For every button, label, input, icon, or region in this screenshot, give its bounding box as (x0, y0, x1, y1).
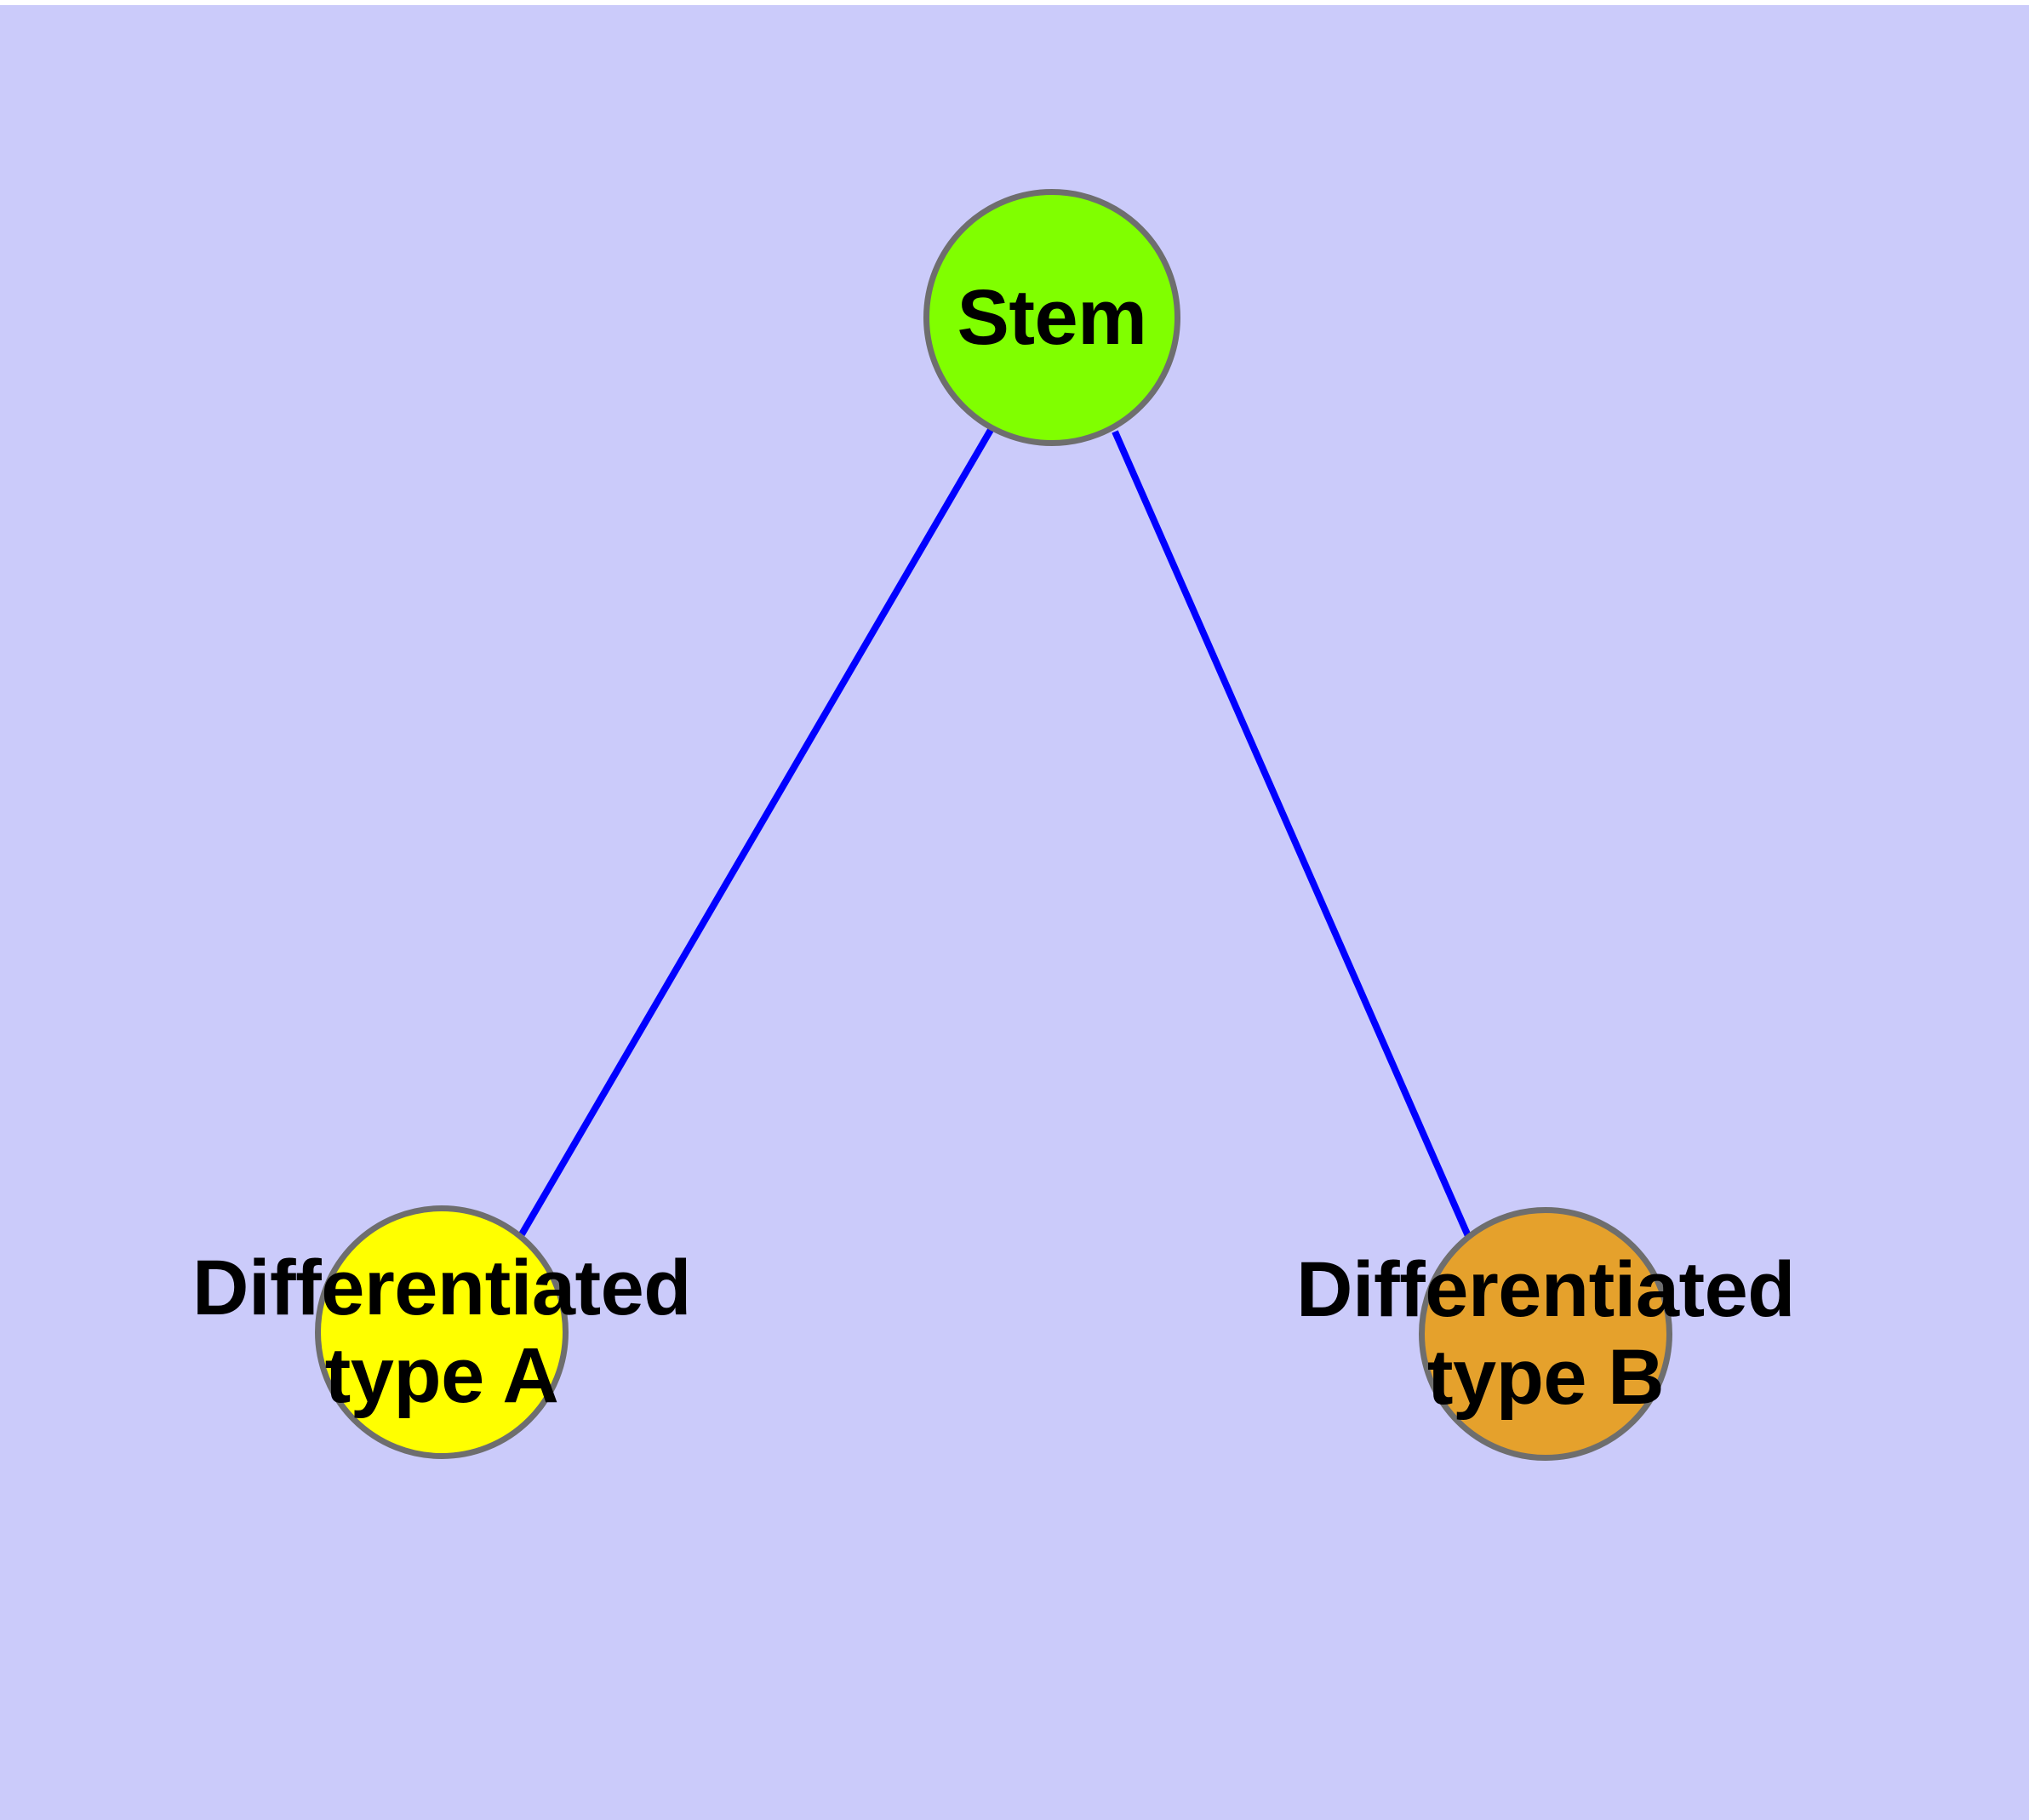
node-stem[interactable] (923, 189, 1180, 446)
node-differentiated-type-b[interactable] (1419, 1207, 1672, 1461)
node-differentiated-type-a[interactable] (315, 1205, 569, 1459)
edge-stem-to-differentiated-type-a (518, 427, 994, 1237)
edge-stem-to-differentiated-type-b (1112, 430, 1472, 1238)
